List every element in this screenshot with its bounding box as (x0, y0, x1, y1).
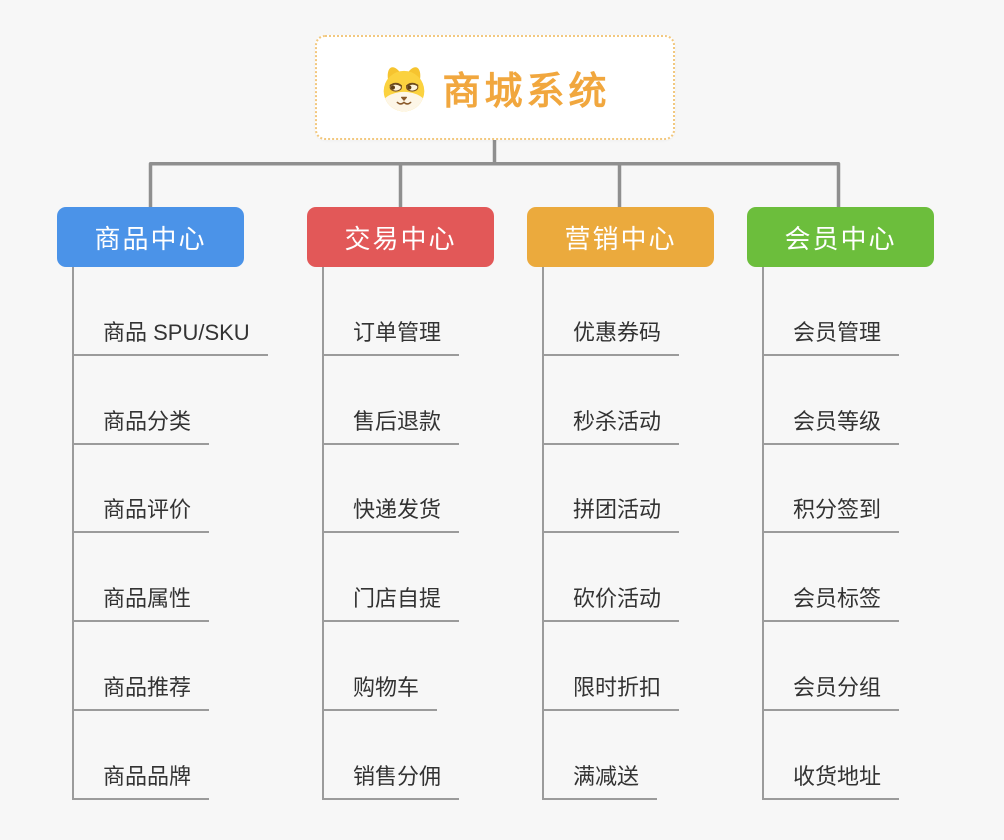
branch-node[interactable]: 商品中心 (57, 207, 244, 267)
child-item[interactable]: 会员管理 (764, 267, 900, 356)
child-item[interactable]: 商品 SPU/SKU (74, 267, 268, 356)
child-item[interactable]: 销售分佣 (324, 711, 460, 800)
child-item[interactable]: 订单管理 (324, 267, 460, 356)
child-item[interactable]: 秒杀活动 (544, 356, 680, 445)
branch-bus-line (148, 162, 841, 208)
child-item[interactable]: 购物车 (324, 622, 438, 711)
child-item[interactable]: 限时折扣 (544, 622, 680, 711)
branch-label: 交易中心 (344, 223, 457, 254)
child-item[interactable]: 快递发货 (324, 445, 460, 534)
branch-node[interactable]: 会员中心 (747, 207, 934, 267)
child-item[interactable]: 会员等级 (764, 356, 900, 445)
branch-column-3: 营销中心优惠券码秒杀活动拼团活动砍价活动限时折扣满减送 (527, 207, 714, 800)
branch-label: 会员中心 (784, 223, 897, 254)
child-item[interactable]: 门店自提 (324, 533, 460, 623)
branch-label: 商品中心 (94, 223, 207, 254)
branch-column-2: 交易中心订单管理售后退款快递发货门店自提购物车销售分佣 (307, 207, 494, 800)
branch-node[interactable]: 交易中心 (307, 207, 494, 267)
child-item[interactable]: 优惠券码 (544, 267, 680, 356)
branch-node[interactable]: 营销中心 (527, 207, 714, 267)
branch-children: 会员管理会员等级积分签到会员标签会员分组收货地址 (762, 267, 934, 800)
child-item[interactable]: 商品品牌 (74, 711, 210, 800)
child-item[interactable]: 收货地址 (764, 711, 900, 800)
child-item[interactable]: 砍价活动 (544, 533, 680, 623)
branch-children: 订单管理售后退款快递发货门店自提购物车销售分佣 (322, 267, 494, 800)
child-item[interactable]: 积分签到 (764, 445, 900, 534)
branch-label: 营销中心 (564, 223, 677, 254)
child-item[interactable]: 拼团活动 (544, 445, 680, 534)
root-title: 商城系统 (442, 71, 611, 113)
child-item[interactable]: 商品评价 (74, 445, 210, 534)
root-node[interactable]: 商城系统 (315, 35, 675, 140)
child-item[interactable]: 商品推荐 (74, 622, 210, 711)
child-item[interactable]: 会员标签 (764, 533, 900, 623)
child-item[interactable]: 会员分组 (764, 622, 900, 711)
dog-face-icon (379, 63, 429, 113)
child-item[interactable]: 商品分类 (74, 356, 210, 445)
child-item[interactable]: 售后退款 (324, 356, 460, 445)
child-item[interactable]: 商品属性 (74, 533, 210, 623)
branch-column-4: 会员中心会员管理会员等级积分签到会员标签会员分组收货地址 (747, 207, 934, 800)
child-item[interactable]: 满减送 (544, 711, 658, 800)
branch-children: 优惠券码秒杀活动拼团活动砍价活动限时折扣满减送 (542, 267, 714, 800)
